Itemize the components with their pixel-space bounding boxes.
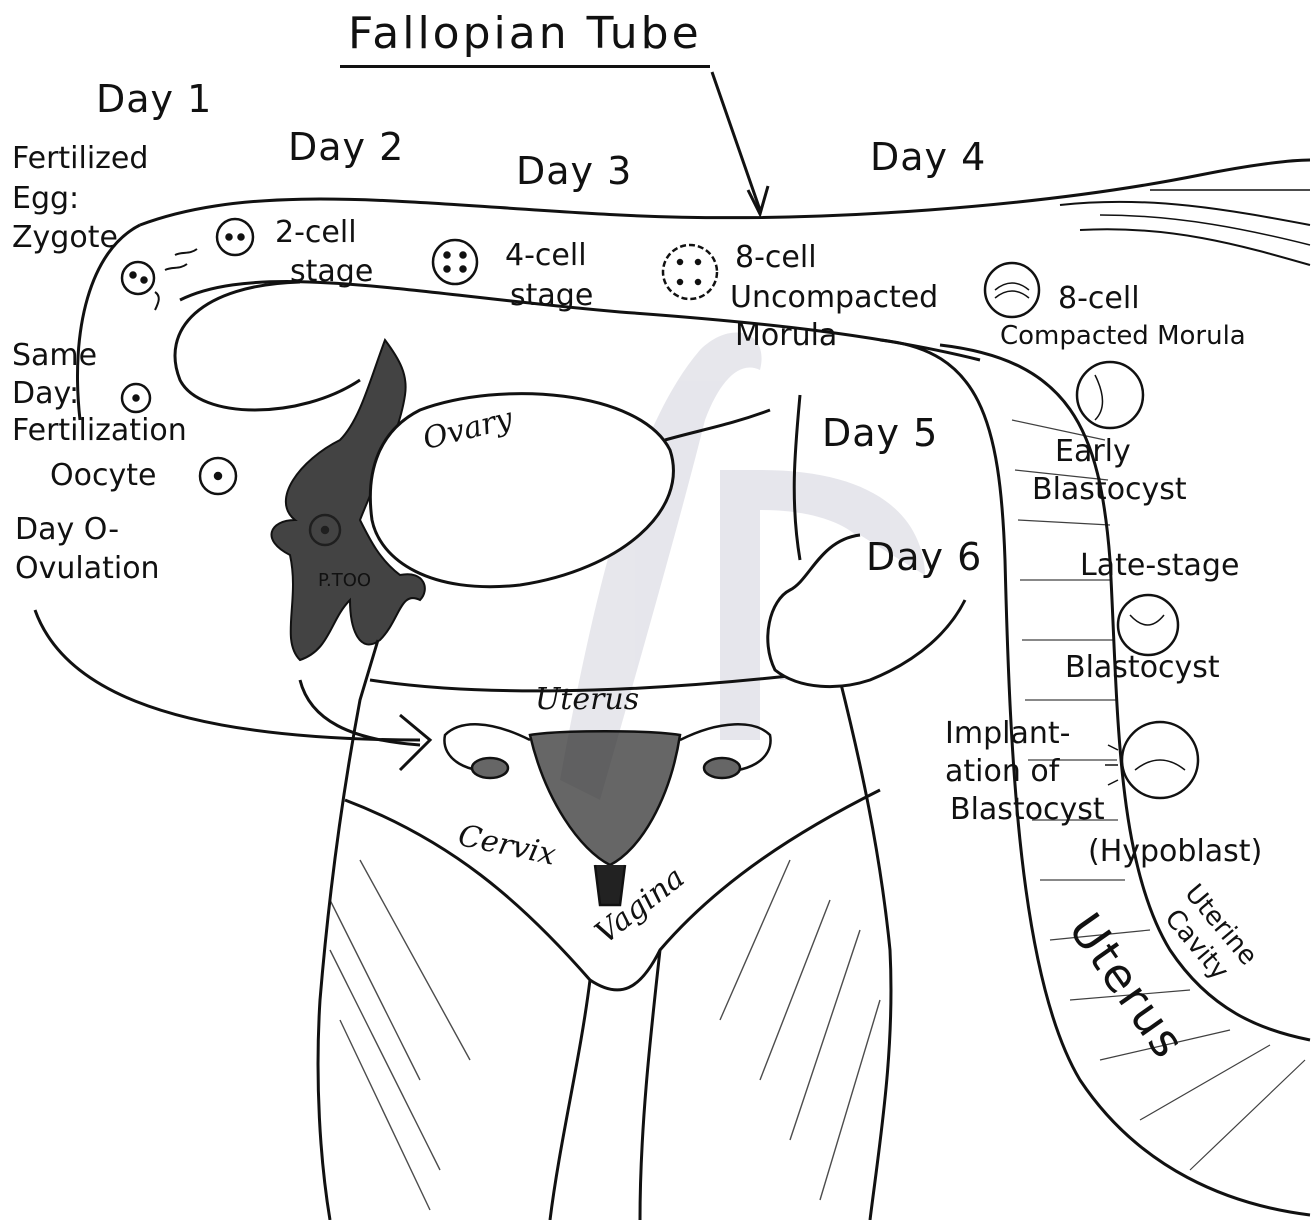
implanting-blastocyst: [1122, 722, 1198, 798]
label-early-blastocyst: Blastocyst: [1032, 474, 1187, 506]
label-oocyte: Oocyte: [50, 460, 156, 492]
label-hypoblast: (Hypoblast): [1088, 836, 1262, 868]
early-blastocyst: [1077, 362, 1143, 428]
diagram-title: Fallopian Tube: [340, 8, 710, 68]
label-compacted-morula: Compacted Morula: [1000, 323, 1246, 350]
label-morula: Morula: [735, 320, 837, 352]
label-day-3: Day 3: [516, 152, 632, 192]
title-pointer-arrow: [712, 72, 768, 214]
eight-cell-compacted-morula: [985, 263, 1039, 317]
label-two-cell-stage: stage: [290, 256, 373, 288]
label-uterus-small: Uterus: [535, 684, 639, 716]
label-day-1: Day 1: [96, 80, 212, 120]
tube-loop: [175, 282, 360, 410]
label-four-cell-stage: stage: [510, 280, 593, 312]
label-ation-of: ation of: [945, 756, 1059, 788]
label-eight-cell-compacted: 8-cell: [1058, 283, 1140, 315]
label-eight-cell: 8-cell: [735, 242, 817, 274]
label-four-cell: 4-cell: [505, 240, 587, 272]
label-day-6: Day 6: [866, 538, 982, 578]
eight-cell-uncompacted-embryo: [663, 245, 717, 299]
label-zygote: Zygote: [12, 222, 118, 254]
label-fertilization: Fertilization: [12, 415, 187, 447]
late-stage-blastocyst: [1118, 595, 1178, 655]
two-cell-embryo: [217, 219, 253, 255]
sperm-marks: [155, 249, 197, 310]
label-fertilized: Fertilized: [12, 143, 148, 175]
label-day-5: Day 5: [822, 414, 938, 454]
label-day-0: Day O-: [15, 514, 119, 546]
label-two-cell: 2-cell: [275, 217, 357, 249]
zygote-cell: [122, 262, 154, 294]
label-implant: Implant-: [945, 718, 1070, 750]
label-egg: Egg:: [12, 183, 79, 215]
label-day-2: Day 2: [288, 128, 404, 168]
label-day-colon: Day:: [12, 378, 79, 410]
uterus-small: [444, 724, 770, 905]
label-late-stage: Late-stage: [1080, 550, 1239, 582]
label-late-blastocyst: Blastocyst: [1065, 652, 1220, 684]
label-early: Early: [1055, 436, 1131, 468]
label-ptoo: P.TOO: [318, 572, 371, 591]
label-same: Same: [12, 340, 97, 372]
four-cell-embryo: [433, 240, 477, 284]
label-uncompacted: Uncompacted: [730, 282, 938, 314]
implantation-marks: [1105, 745, 1118, 785]
label-day-4: Day 4: [870, 138, 986, 178]
label-ovulation: Ovulation: [15, 553, 160, 585]
label-implant-blastocyst: Blastocyst: [950, 794, 1105, 826]
